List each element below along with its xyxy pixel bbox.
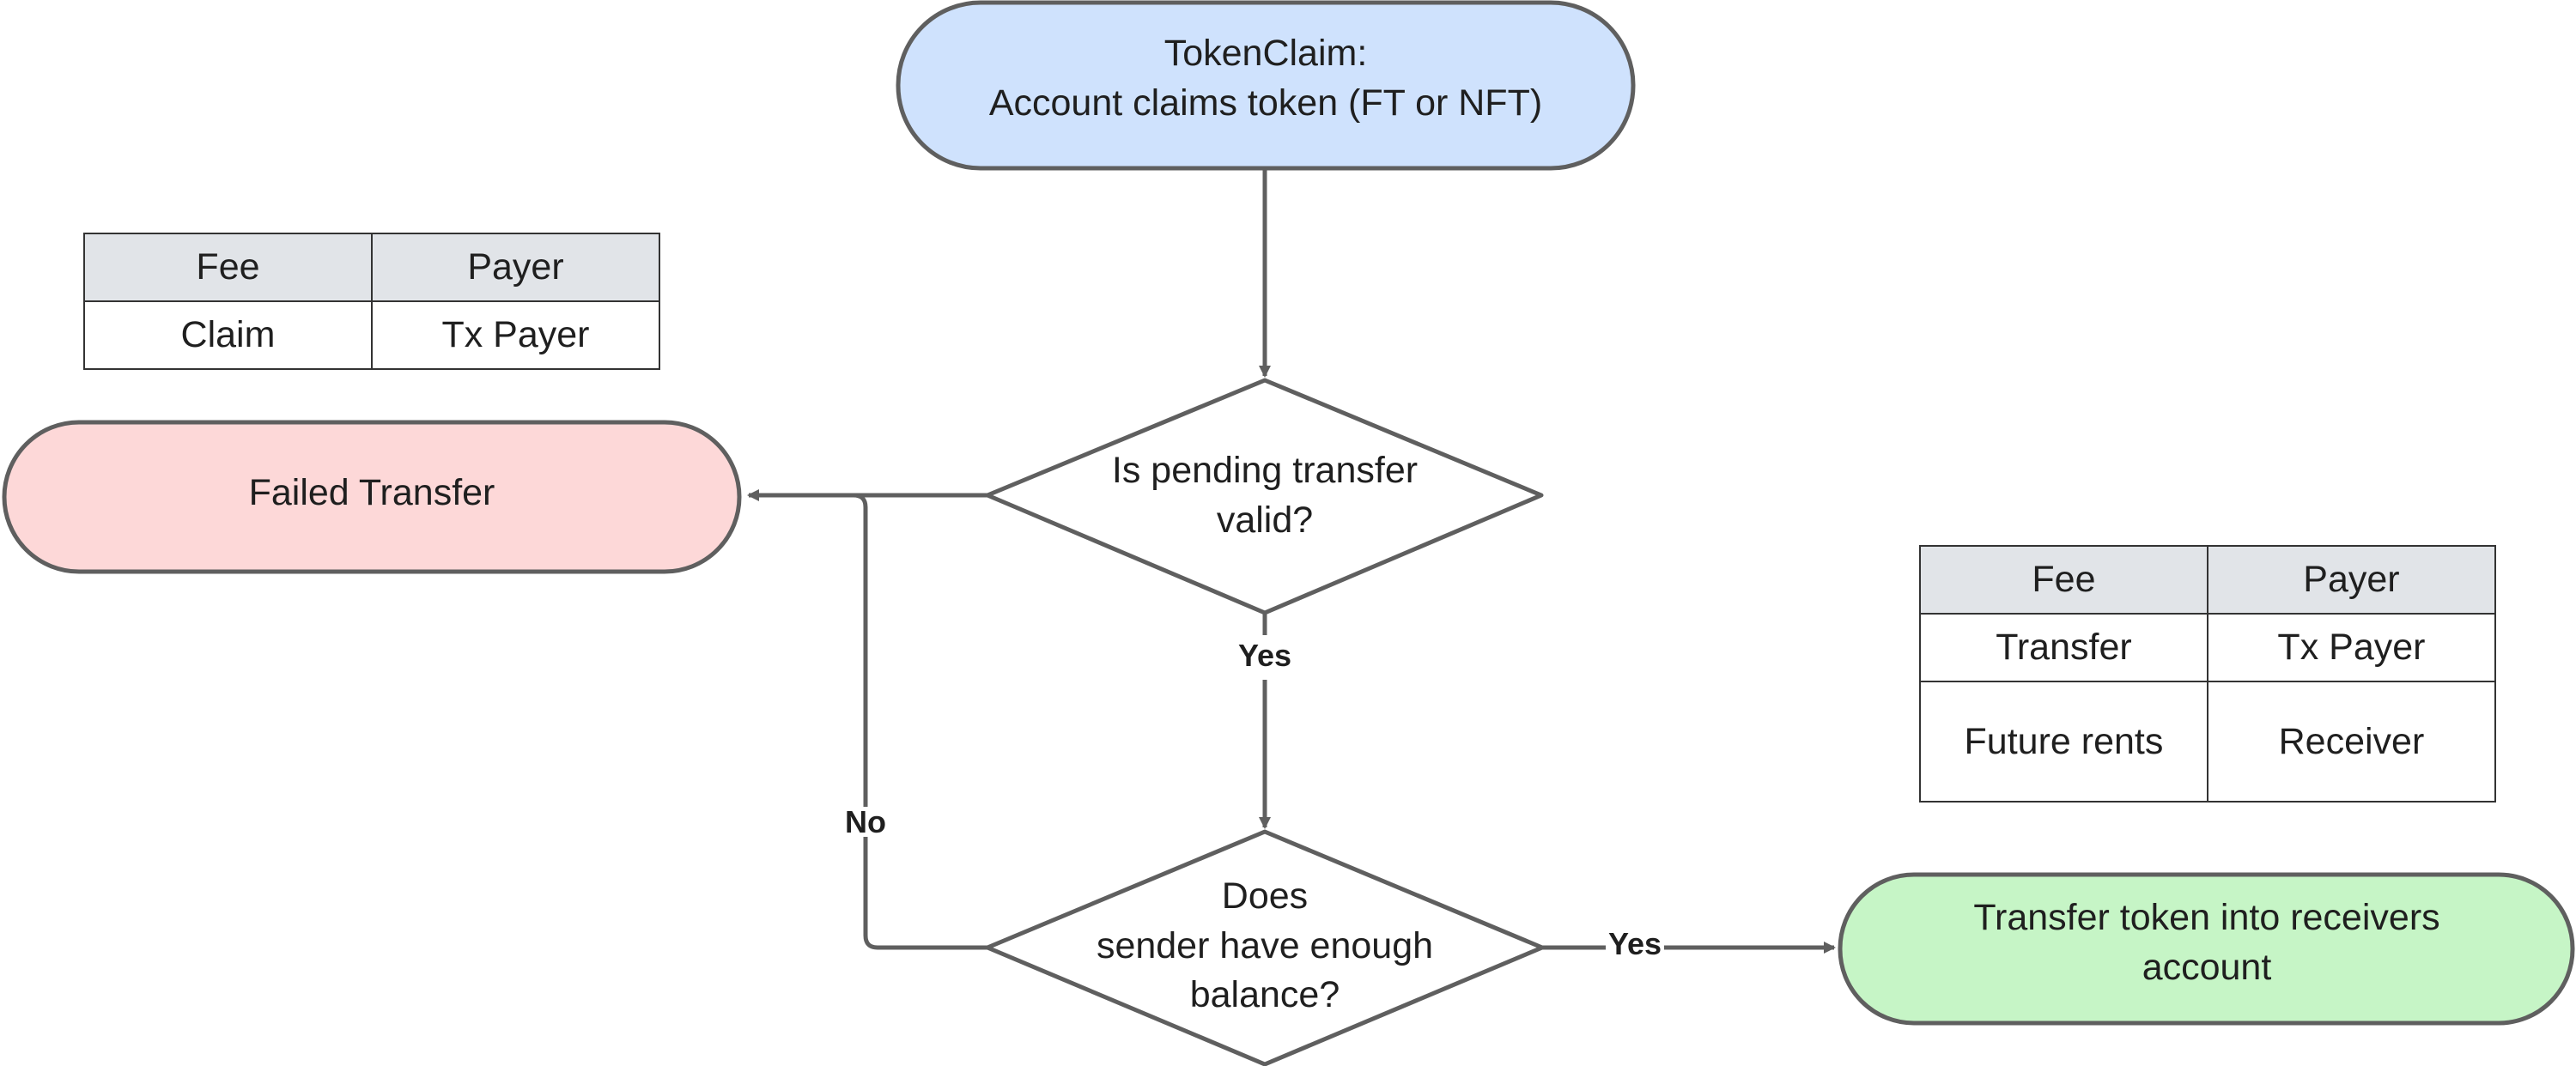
edge-label-valid-yes: Yes [1238,638,1291,673]
edge-balance-no-to-failed [863,837,987,950]
decision-balance-line1: Does [1222,875,1308,917]
failed-node: Failed Transfer [2,420,742,574]
fee-table-claim: Fee Payer Claim Tx Payer [83,233,661,370]
decision-valid-shape [985,378,1544,615]
table-header-cell: Fee [1919,545,2208,615]
table-header-cell: Payer [370,233,661,302]
table-cell: Claim [83,300,373,370]
decision-valid-line1: Is pending transfer [1112,450,1418,491]
fee-table-transfer: Fee Payer Transfer Tx Payer Future rents… [1919,545,2497,803]
decision-balance-shape [985,829,1545,1066]
table-cell: Tx Payer [2206,613,2497,682]
edge-label-balance-yes: Yes [1608,926,1662,961]
table-header-cell: Fee [83,233,373,302]
table-header-cell: Payer [2206,545,2497,615]
start-terminal-shape [896,0,1636,171]
table-row: Claim Tx Payer [83,300,661,370]
success-terminal-shape [1838,872,2575,1026]
decision-valid-node: Is pending transfer valid? [985,378,1544,615]
failed-label: Failed Transfer [249,472,495,513]
edge-balance-no-upper [853,493,868,807]
start-node: TokenClaim: Account claims token (FT or … [896,0,1636,171]
table-cell: Transfer [1919,613,2208,682]
table-header-row: Fee Payer [83,233,661,302]
connectors [747,168,1836,954]
table-row: Future rents Receiver [1919,681,2497,803]
decision-balance-line2: sender have enough [1097,925,1433,966]
table-header-row: Fee Payer [1919,545,2497,615]
edge-label-balance-no: No [845,804,886,839]
decision-valid-line2: valid? [1217,500,1313,541]
table-cell: Future rents [1919,681,2208,803]
success-line2: account [2142,947,2272,988]
table-row: Transfer Tx Payer [1919,613,2497,682]
decision-balance-node: Does sender have enough balance? [985,829,1545,1066]
success-line1: Transfer token into receivers [1973,897,2439,938]
decision-balance-line3: balance? [1190,974,1340,1015]
start-subtitle: Account claims token (FT or NFT) [989,82,1542,124]
table-cell: Tx Payer [370,300,661,370]
failed-terminal-shape [2,420,742,574]
start-title: TokenClaim: [1164,33,1368,74]
success-node: Transfer token into receivers account [1838,872,2575,1026]
table-cell: Receiver [2206,681,2497,803]
